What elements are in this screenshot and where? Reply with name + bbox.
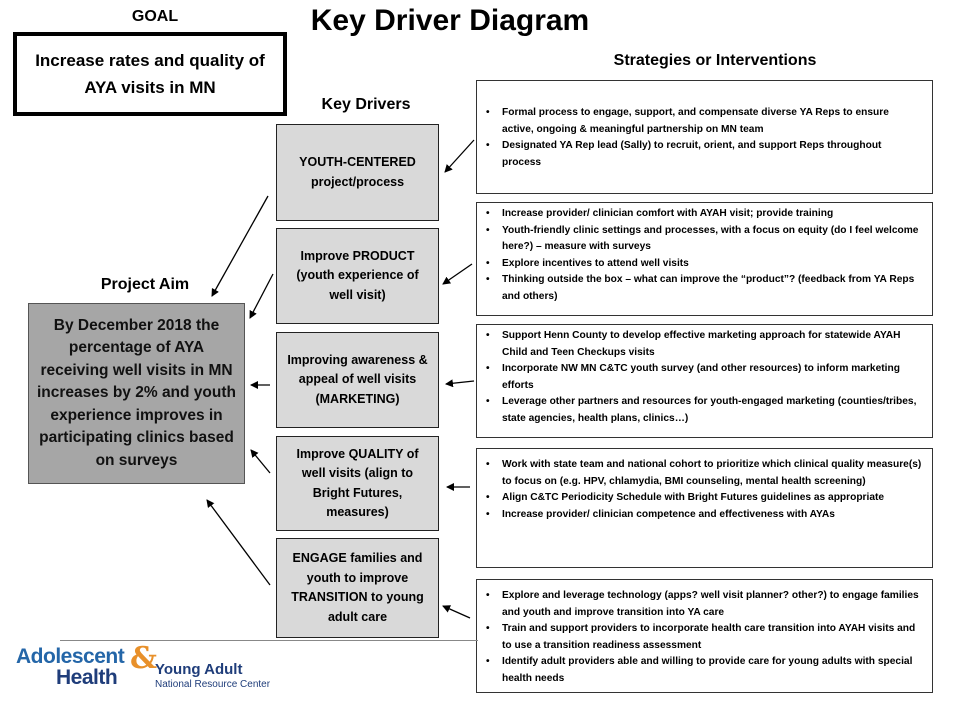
driver-text: Improve QUALITY of well visits (align to…: [296, 446, 419, 520]
driver-transition: ENGAGE families and youth to improve TRA…: [276, 538, 439, 638]
strategy-item: Youth-friendly clinic settings and proce…: [486, 223, 922, 256]
driver-text: YOUTH-CENTERED project/process: [299, 155, 416, 189]
arrow-strategy-to-driver-1: [444, 139, 475, 173]
project-aim-box: By December 2018 the percentage of AYA r…: [28, 303, 245, 484]
strategy-box-youth-centered: Formal process to engage, support, and c…: [476, 80, 933, 194]
driver-product: Improve PRODUCT (youth experience of wel…: [276, 228, 439, 324]
strategy-item: Explore incentives to attend well visits: [486, 256, 922, 273]
strategy-item: Increase provider/ clinician competence …: [486, 507, 922, 524]
driver-quality: Improve QUALITY of well visits (align to…: [276, 436, 439, 531]
arrow-driver-2-to-aim: [249, 273, 274, 319]
driver-text: Improve PRODUCT (youth experience of wel…: [296, 248, 419, 302]
logo-text-adolescent: Adolescent: [16, 645, 125, 668]
strategy-item: Leverage other partners and resources fo…: [486, 394, 922, 427]
project-aim-text: By December 2018 the percentage of AYA r…: [37, 316, 236, 469]
logo-text-resource-center: National Resource Center: [155, 679, 271, 690]
arrow-strategy-to-driver-2: [442, 263, 473, 285]
strategy-item: Incorporate NW MN C&TC youth survey (and…: [486, 361, 922, 394]
logo-text-young-adult: Young Adult: [155, 661, 243, 678]
strategy-item: Identify adult providers able and willin…: [486, 654, 922, 687]
strategies-header: Strategies or Interventions: [613, 52, 817, 69]
strategy-item: Thinking outside the box – what can impr…: [486, 272, 922, 305]
arrow-strategy-to-driver-3: [445, 379, 475, 388]
driver-text: ENGAGE families and youth to improve TRA…: [291, 551, 424, 624]
strategy-item: Designated YA Rep lead (Sally) to recrui…: [486, 138, 922, 171]
driver-marketing: Improving awareness & appeal of well vis…: [276, 332, 439, 428]
arrow-driver-4-to-aim: [250, 449, 271, 474]
strategy-box-product: Increase provider/ clinician comfort wit…: [476, 202, 933, 316]
strategy-box-quality: Work with state team and national cohort…: [476, 448, 933, 568]
driver-youth-centered: YOUTH-CENTERED project/process: [276, 124, 439, 221]
goal-label: GOAL: [131, 8, 179, 25]
organization-logo: Adolescent & Health Young Adult National…: [14, 641, 284, 699]
goal-text: Increase rates and quality of AYA visits…: [35, 51, 265, 97]
strategy-item: Align C&TC Periodicity Schedule with Bri…: [486, 490, 922, 507]
arrow-strategy-to-driver-5: [442, 605, 471, 619]
logo-ampersand: &: [130, 641, 158, 676]
footer-divider: [60, 640, 478, 641]
driver-text: Improving awareness & appeal of well vis…: [287, 352, 428, 406]
strategy-item: Work with state team and national cohort…: [486, 457, 922, 490]
logo-text-health: Health: [56, 666, 118, 689]
project-aim-header: Project Aim: [100, 276, 190, 293]
strategy-item: Formal process to engage, support, and c…: [486, 105, 922, 138]
strategy-box-transition: Explore and leverage technology (apps? w…: [476, 579, 933, 693]
strategy-item: Train and support providers to incorpora…: [486, 621, 922, 654]
key-drivers-header: Key Drivers: [321, 96, 411, 113]
strategy-item: Increase provider/ clinician comfort wit…: [486, 206, 922, 223]
arrow-driver-5-to-aim: [206, 499, 271, 586]
strategy-item: Support Henn County to develop effective…: [486, 328, 922, 361]
goal-box: Increase rates and quality of AYA visits…: [13, 32, 287, 116]
strategy-item: Explore and leverage technology (apps? w…: [486, 588, 922, 621]
diagram-title: Key Driver Diagram: [310, 4, 590, 37]
strategy-box-marketing: Support Henn County to develop effective…: [476, 324, 933, 438]
arrow-driver-1-to-aim: [211, 195, 269, 297]
